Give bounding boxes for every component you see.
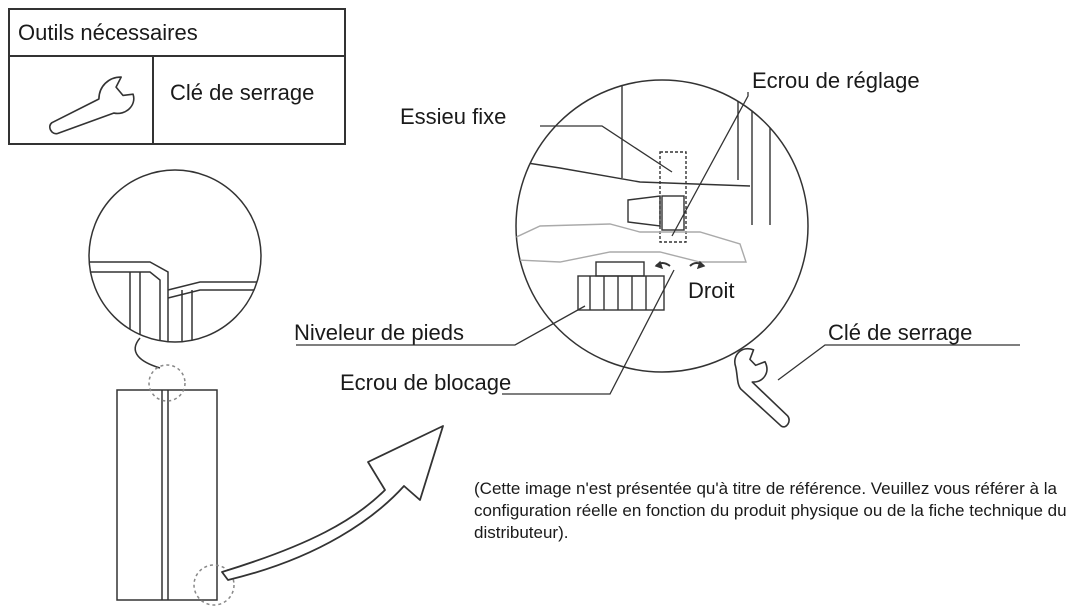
foot-leveler-detail-circle bbox=[515, 79, 809, 373]
wrench-icon bbox=[734, 347, 790, 428]
label-wrench: Clé de serrage bbox=[828, 320, 973, 345]
tool-name: Clé de serrage bbox=[170, 80, 315, 105]
fridge-front-view bbox=[116, 364, 235, 606]
label-adjusting-nut: Ecrou de réglage bbox=[752, 68, 920, 93]
wrench-icon bbox=[49, 76, 135, 135]
tools-table: Outils nécessaires Clé de serrage bbox=[8, 8, 346, 145]
label-right: Droit bbox=[688, 278, 735, 303]
small-detail-circle bbox=[88, 169, 262, 369]
curved-arrow bbox=[221, 425, 444, 581]
leader-lines bbox=[296, 92, 1020, 395]
label-foot-leveler: Niveleur de pieds bbox=[294, 320, 464, 345]
tools-table-divider bbox=[152, 57, 154, 143]
reference-note: (Cette image n'est présentée qu'à titre … bbox=[474, 479, 1067, 542]
label-lock-nut: Ecrou de blocage bbox=[340, 370, 512, 395]
tools-table-header: Outils nécessaires bbox=[10, 10, 344, 57]
label-fixed-axle: Essieu fixe bbox=[400, 104, 507, 129]
